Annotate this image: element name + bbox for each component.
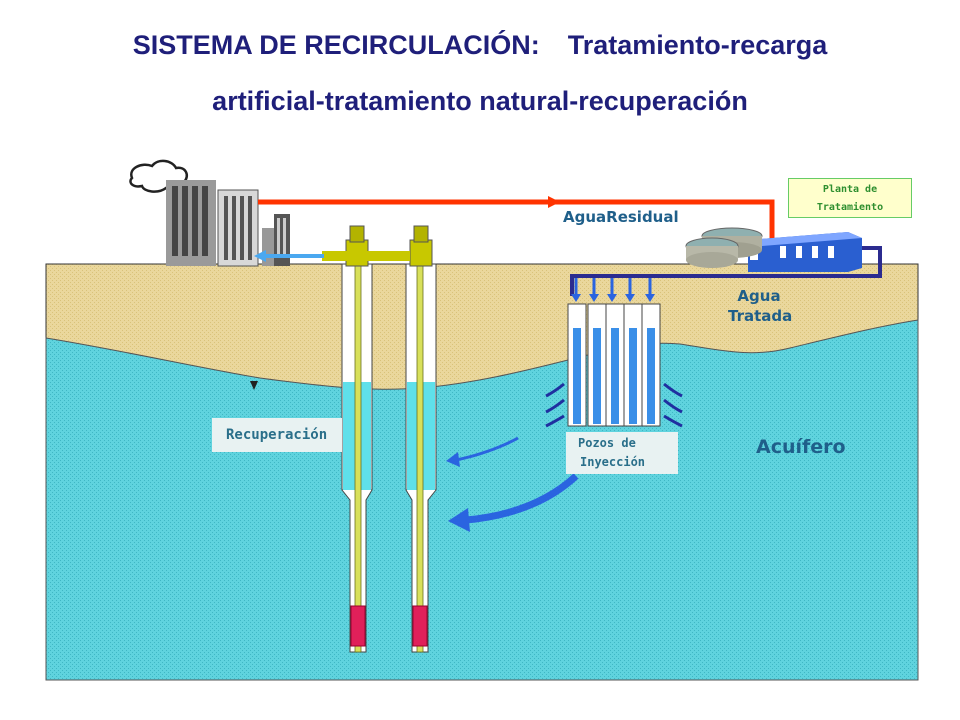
- flow-arrow-lower: [465, 473, 579, 524]
- treatment-plant-icon: [748, 232, 862, 272]
- treated-water-distribution: [571, 278, 655, 302]
- recovery-well-1: [341, 249, 373, 653]
- wastewater-arrow-icon: [548, 196, 560, 208]
- flow-arrow-upper: [455, 436, 519, 462]
- pozos-inyeccion-label: Pozos de Inyección: [566, 432, 678, 474]
- settling-tanks-icon: [685, 227, 763, 268]
- recuperacion-label: Recuperación: [212, 418, 342, 452]
- city-buildings-icon: [166, 180, 290, 267]
- planta-line-1: Planta de: [822, 184, 878, 195]
- title-part-2: Tratamiento-recarga: [567, 30, 828, 60]
- agua-tratada-line-2: Tratada: [728, 307, 793, 325]
- pozos-line-2: Inyección: [580, 455, 646, 469]
- planta-line-2: Tratamiento: [816, 202, 884, 213]
- injection-wells: [545, 303, 683, 428]
- wastewater-pipe: [258, 199, 775, 240]
- agua-residual-label: AguaResidual: [563, 208, 679, 226]
- recovered-water-arrow-icon: [254, 250, 266, 262]
- flow-arrow-upper-head: [446, 452, 460, 467]
- treated-water-pipe: [570, 246, 882, 296]
- agua-tratada-label: Agua Tratada: [728, 286, 793, 326]
- aquifer-zone: [45, 319, 919, 681]
- treatment-plant-label: Planta de Tratamiento: [788, 178, 912, 218]
- pozos-line-1: Pozos de: [578, 436, 636, 450]
- title-part-1: SISTEMA DE RECIRCULACIÓN:: [132, 30, 540, 60]
- title-line-1: SISTEMA DE RECIRCULACIÓN: Tratamiento-rec…: [0, 30, 960, 61]
- title-line-2: artificial-tratamiento natural-recuperac…: [212, 86, 748, 116]
- acuifero-label: Acuífero: [756, 436, 846, 458]
- agua-tratada-line-1: Agua: [737, 287, 781, 305]
- flow-arrow-lower-head: [448, 508, 470, 532]
- recovery-well-2: [405, 249, 437, 653]
- water-table-marker-icon: [250, 381, 258, 390]
